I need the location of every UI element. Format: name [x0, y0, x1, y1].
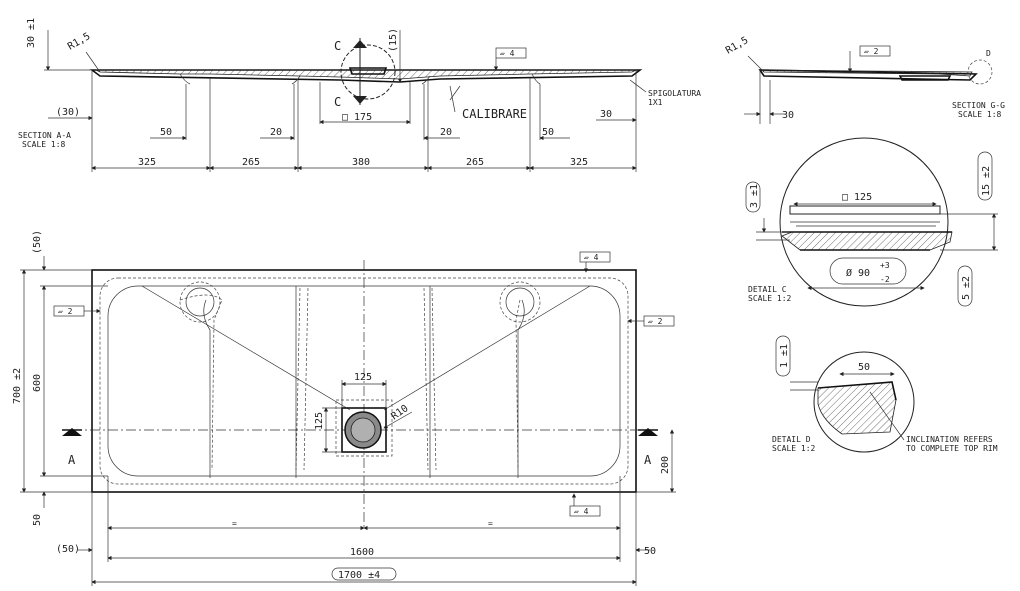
- dim-325-b: 325: [570, 157, 588, 168]
- label-scale-c: SCALE 1:2: [748, 294, 792, 303]
- cut-mark-c-top: C: [334, 39, 341, 53]
- dim-30-right: 30: [600, 109, 612, 120]
- label-section-aa: SECTION A-A: [18, 131, 71, 140]
- dim-phi90-tol-down: -2: [880, 275, 890, 284]
- dim-sq175: □ 175: [342, 112, 372, 123]
- dim-600: 600: [32, 374, 43, 392]
- dim-50-left-paren: (50): [56, 544, 80, 555]
- label-scale-d: SCALE 1:2: [772, 444, 816, 453]
- dim-1-1: 1 ±1: [779, 344, 790, 368]
- dim-30-paren: (30): [56, 107, 80, 118]
- dim-20-a: 20: [270, 127, 282, 138]
- section-marker-a-right: A: [644, 453, 652, 467]
- flatness-4-bottom: ▱ 4: [574, 507, 589, 516]
- dim-5-2: 5 ±2: [961, 276, 972, 300]
- dim-15-2: 15 ±2: [981, 166, 992, 196]
- dim-20-b: 20: [440, 127, 452, 138]
- dim-700: 700 ±2: [12, 368, 23, 404]
- dim-50-right: 50: [644, 546, 656, 557]
- dim-265-b: 265: [466, 157, 484, 168]
- dim-15: (15): [388, 28, 399, 52]
- label-detail-d: DETAIL D: [772, 435, 811, 444]
- dim-r15-gg: R1,5: [724, 35, 750, 57]
- flatness-4-top: ▱ 4: [500, 49, 515, 58]
- dim-30-gg: 30: [782, 110, 794, 121]
- section-marker-a-left: A: [68, 453, 76, 467]
- dim-265-a: 265: [242, 157, 260, 168]
- dim-50-a: 50: [160, 127, 172, 138]
- detail-d-view: 50 1 ±1 INCLINATION REFERS TO COMPLETE T…: [772, 335, 998, 453]
- label-scale-aa: SCALE 1:8: [22, 140, 66, 149]
- label-spigolatura: SPIGOLATURA: [648, 89, 701, 98]
- dim-equal-1: =: [232, 519, 237, 528]
- dim-r10: R10: [389, 403, 410, 422]
- dim-380: 380: [352, 157, 370, 168]
- section-gg-view: 30 R1,5 ▱ 2 D SECTION G-G SCALE 1:8: [724, 35, 1005, 124]
- dim-sq125: □ 125: [842, 192, 872, 203]
- dim-200: 200: [660, 456, 671, 474]
- dim-1600: 1600: [350, 547, 374, 558]
- flatness-2-left: ▱ 2: [58, 307, 73, 316]
- dim-50-bottom: 50: [32, 514, 43, 526]
- dim-30-1: 30 ±1: [26, 18, 37, 48]
- dim-3-1: 3 ±1: [749, 184, 760, 208]
- dim-125-horizontal: 125: [354, 372, 372, 383]
- label-inclination-2: TO COMPLETE TOP RIM: [906, 444, 998, 453]
- detail-mark-d: D: [986, 49, 991, 58]
- dim-equal-2: =: [488, 519, 493, 528]
- flatness-2-right: ▱ 2: [648, 317, 663, 326]
- dim-1700: 1700 ±4: [338, 570, 380, 581]
- cut-mark-c-bottom: C: [334, 95, 341, 109]
- dim-50-detail: 50: [858, 362, 870, 373]
- label-inclination-1: INCLINATION REFERS: [906, 435, 993, 444]
- plan-view: A A ▱ 4 ▱ 2 ▱ 2 ▱ 4 (50) 700 ±2 600 50 2…: [12, 230, 676, 586]
- section-aa-view: 30 ±1 R1,5 (15) C C ▱ 4 SPIGOLATURA 1X1 …: [18, 18, 701, 172]
- flatness-2-gg: ▱ 2: [864, 47, 879, 56]
- dim-50-b: 50: [542, 127, 554, 138]
- dim-phi90-tol-up: +3: [880, 261, 890, 270]
- dim-50-top-paren: (50): [32, 230, 43, 254]
- label-calibrare: CALIBRARE: [462, 107, 527, 121]
- label-scale-gg: SCALE 1:8: [958, 110, 1002, 119]
- label-spigolatura-1x1: 1X1: [648, 98, 663, 107]
- detail-c-view: □ 125 Ø 90 +3 -2 3 ±1 15 ±2 5 ±2 DETAIL …: [745, 137, 998, 307]
- dim-325-a: 325: [138, 157, 156, 168]
- label-detail-c: DETAIL C: [748, 285, 787, 294]
- dim-r15: R1,5: [66, 31, 92, 53]
- dim-125-vertical: 125: [314, 412, 325, 430]
- dim-phi90: Ø 90: [846, 267, 870, 279]
- label-section-gg: SECTION G-G: [952, 101, 1005, 110]
- flatness-4-plan: ▱ 4: [584, 253, 599, 262]
